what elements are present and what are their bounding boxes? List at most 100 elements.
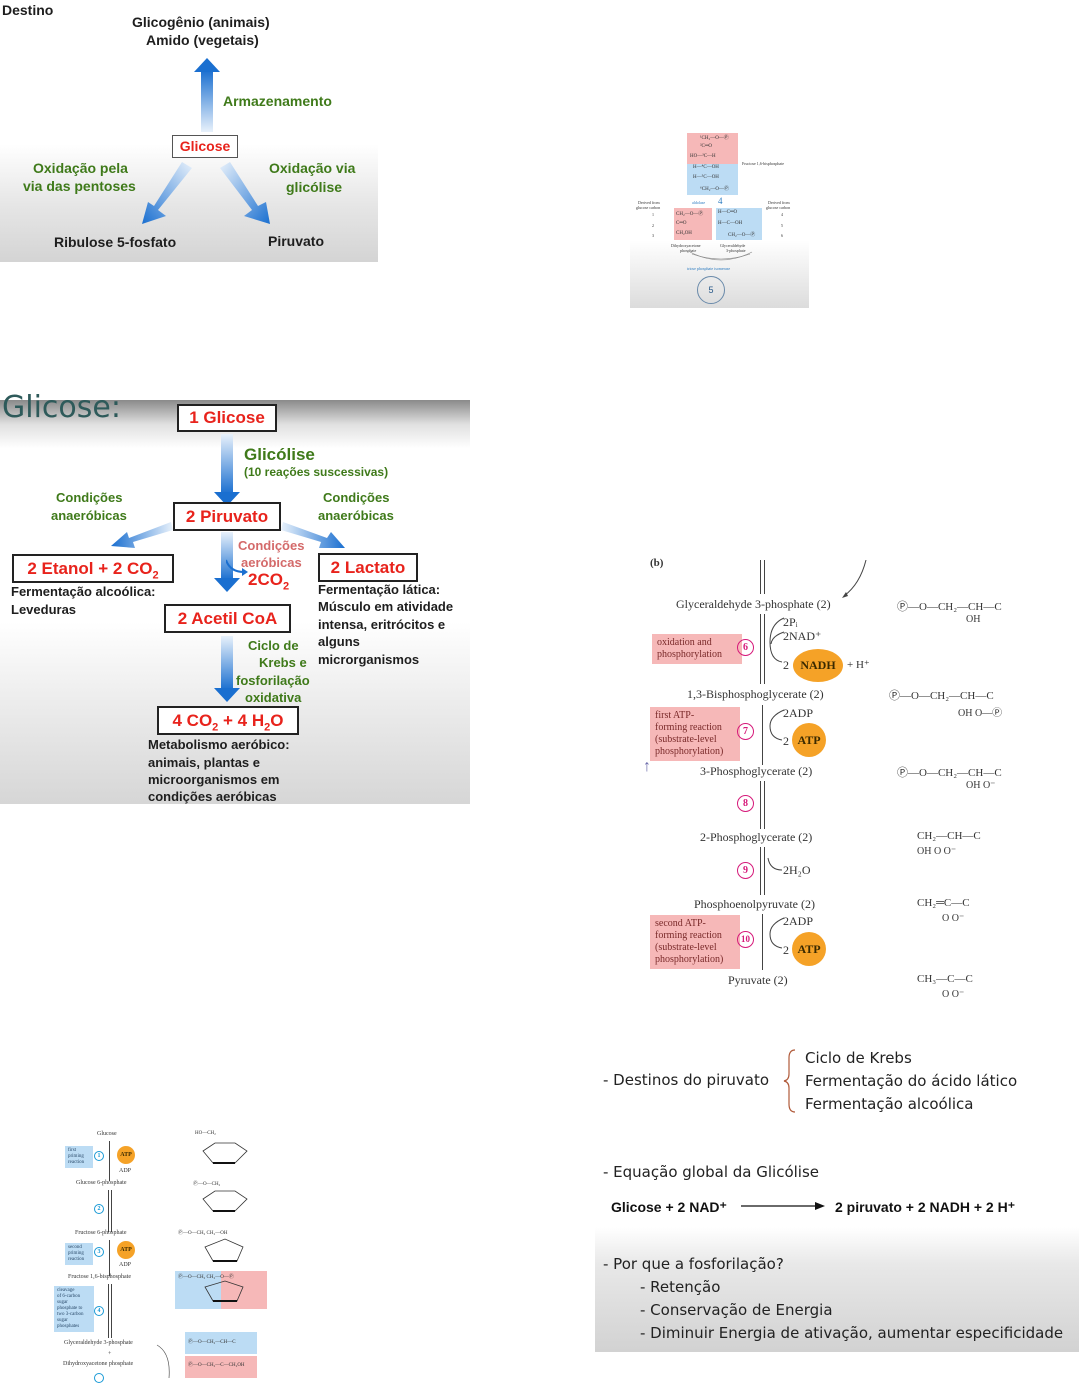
left-number: 3 [652, 233, 654, 238]
pathway-line [109, 1141, 110, 1181]
fructose-row: ²C═O [700, 144, 712, 149]
compound-bpg: 1,3-Bisphosphoglycerate (2) [687, 687, 824, 701]
step6-number: 6 [737, 639, 754, 656]
final-text-c: O [270, 711, 284, 730]
right-header-2: glucose carbon [766, 205, 791, 210]
isomerase-curve-icon [156, 1344, 170, 1378]
etanol-box: 2 Etanol + 2 CO2 [12, 554, 174, 583]
step1-box-line: first [68, 1148, 77, 1153]
gap-row: H—C—OH [718, 221, 743, 226]
aer-label-2: aeróbicas [241, 555, 302, 570]
etanol-sub: 2 [152, 569, 159, 582]
final-sub-2: 2 [264, 721, 271, 734]
acetil-box: 2 Acetil CoA [164, 604, 291, 633]
co2-text: 2CO [248, 570, 283, 589]
lactato-desc-5: microrganismos [318, 652, 420, 667]
reason-item: - Conservação de Energia [640, 1301, 833, 1319]
step10-adp: 2ADP [783, 914, 814, 928]
compound-g6p: Glucose 6-phosphate [76, 1180, 127, 1186]
anaer-left-2: anaeróbicas [51, 508, 127, 523]
destino-item: Fermentação do ácido lático [805, 1072, 1018, 1090]
structure-gap: Ⓟ—O—CH₂—CH—C [897, 601, 1002, 613]
step9-number: 9 [737, 862, 754, 879]
structure-pep: CH₂═C—C [917, 897, 970, 909]
compound-glucose: Glucose [97, 1131, 117, 1137]
prep-slide: Glucose first priming reaction 1 ATP ADP… [45, 1125, 275, 1383]
storage-arrow-icon [194, 58, 220, 132]
reason-item: - Retenção [640, 1278, 721, 1296]
pathway-line [764, 614, 765, 684]
gap-blue-region [185, 1332, 257, 1354]
fructose-blue-region [687, 164, 738, 195]
compound-dhap: Dihydroxyacetone phosphate [63, 1361, 134, 1367]
f16bp-red-region [221, 1271, 267, 1309]
pathway-line [111, 1190, 112, 1232]
compound-f6p: Fructose 6-phosphate [75, 1230, 127, 1236]
step6-pi: 2Pᵢ [783, 615, 798, 629]
structure-bpg: Ⓟ—O—CH₂—CH—C [889, 690, 994, 702]
final-desc-3: microorganismos em [148, 772, 280, 787]
final-desc-1: Metabolismo aeróbico: [148, 737, 290, 752]
final-text-a: 4 CO [172, 711, 213, 730]
step6-out-suffix: + H⁺ [847, 659, 870, 671]
fructose-row: HO—³C—H [690, 154, 716, 159]
pathway-line [760, 560, 761, 594]
step10-box-line: phosphorylation) [655, 954, 724, 965]
compound-gap: Glyceraldehyde 3-phosphate (2) [676, 597, 831, 611]
lactato-desc-3: intensa, eritrócitos e [318, 617, 446, 632]
step8-number: 8 [737, 795, 754, 812]
step3-number: 3 [94, 1247, 104, 1257]
pathway-line [108, 1190, 109, 1232]
fructose-row: H—⁵C—OH [693, 175, 719, 180]
dhap-red-region [185, 1356, 257, 1378]
destinos-label: - Destinos do piruvato [603, 1071, 770, 1089]
destino-slide: Destino Glicogênio (animais) Amido (vege… [0, 0, 378, 262]
step7-box-line: forming reaction [655, 722, 722, 733]
pathway-line [760, 614, 761, 684]
co2-sub: 2 [282, 580, 290, 593]
lactato-desc-1: Fermentação lática: [318, 582, 441, 597]
step7-box: first ATP- forming reaction (substrate-l… [650, 707, 740, 761]
step3-box-line: priming [68, 1251, 84, 1256]
lactato-box: 2 Lactato [318, 553, 418, 582]
final-desc-2: animais, plantas e [148, 755, 260, 770]
isomerase-label: triose phosphate isomerase [687, 266, 731, 271]
krebs-arrow-icon [214, 636, 240, 702]
structure-2pg-sub: OH O O⁻ [917, 846, 957, 857]
compound-3pg: 3-Phosphoglycerate (2) [700, 764, 813, 778]
step10-box: second ATP- forming reaction (substrate-… [650, 915, 740, 969]
pathway-line [111, 1284, 112, 1338]
pathway-line [108, 1284, 109, 1338]
glicose-slide: Glicose: 1 Glicose Glicólise (10 reações… [0, 390, 470, 804]
piruvato-box: 2 Piruvato [173, 502, 281, 531]
step4-box-line: phosphate to [57, 1306, 83, 1311]
aer-label-1: Condições [238, 538, 305, 553]
summary-slide: - Destinos do piruvato Ciclo de Krebs Fe… [595, 1040, 1079, 1352]
equacao-label: - Equação global da Glicólise [603, 1163, 820, 1181]
step6-out-prefix: 2 [783, 658, 789, 672]
pathway-line [764, 560, 765, 594]
step1-box-line: priming [68, 1154, 84, 1159]
gap-label-1: Glyceraldehyde [720, 243, 746, 248]
fructose-row: ¹CH₂—O—Ⓟ [700, 136, 729, 141]
structure-pep-sub: O O⁻ [942, 913, 965, 924]
fructose-label: Fructose 1,6-bisphosphate [742, 161, 784, 166]
step6-box: oxidation and phosphorylation [652, 634, 742, 664]
glicose-heading: Glicose: [2, 390, 121, 425]
aldolase-slide: ¹CH₂—O—Ⓟ ²C═O HO—³C—H H—⁴C—OH H—⁵C—OH ⁶C… [630, 130, 809, 308]
step1-number: 1 [94, 1151, 104, 1161]
step7-curve-icon [769, 709, 785, 741]
step6-box-line: phosphorylation [657, 649, 722, 660]
g6p-ring-icon [202, 1190, 248, 1212]
f16bp-ring-icon [204, 1280, 244, 1302]
glicolise-label-1: Oxidação via [269, 160, 356, 176]
compound-gap: Glyceraldehyde 3-phosphate [64, 1340, 133, 1346]
dhap-row: CH₂OH [676, 231, 692, 236]
payoff-slide: (b) Glyceraldehyde 3-phosphate (2) oxida… [640, 550, 1079, 1010]
destino-title: Destino [2, 2, 54, 18]
left-number: 2 [652, 223, 654, 228]
f6p-ring-icon [204, 1238, 244, 1262]
label-b: (b) [650, 557, 664, 569]
reason-item: - Diminuir Energia de ativação, aumentar… [640, 1324, 1064, 1342]
step10-box-line: (substrate-level [655, 942, 717, 953]
